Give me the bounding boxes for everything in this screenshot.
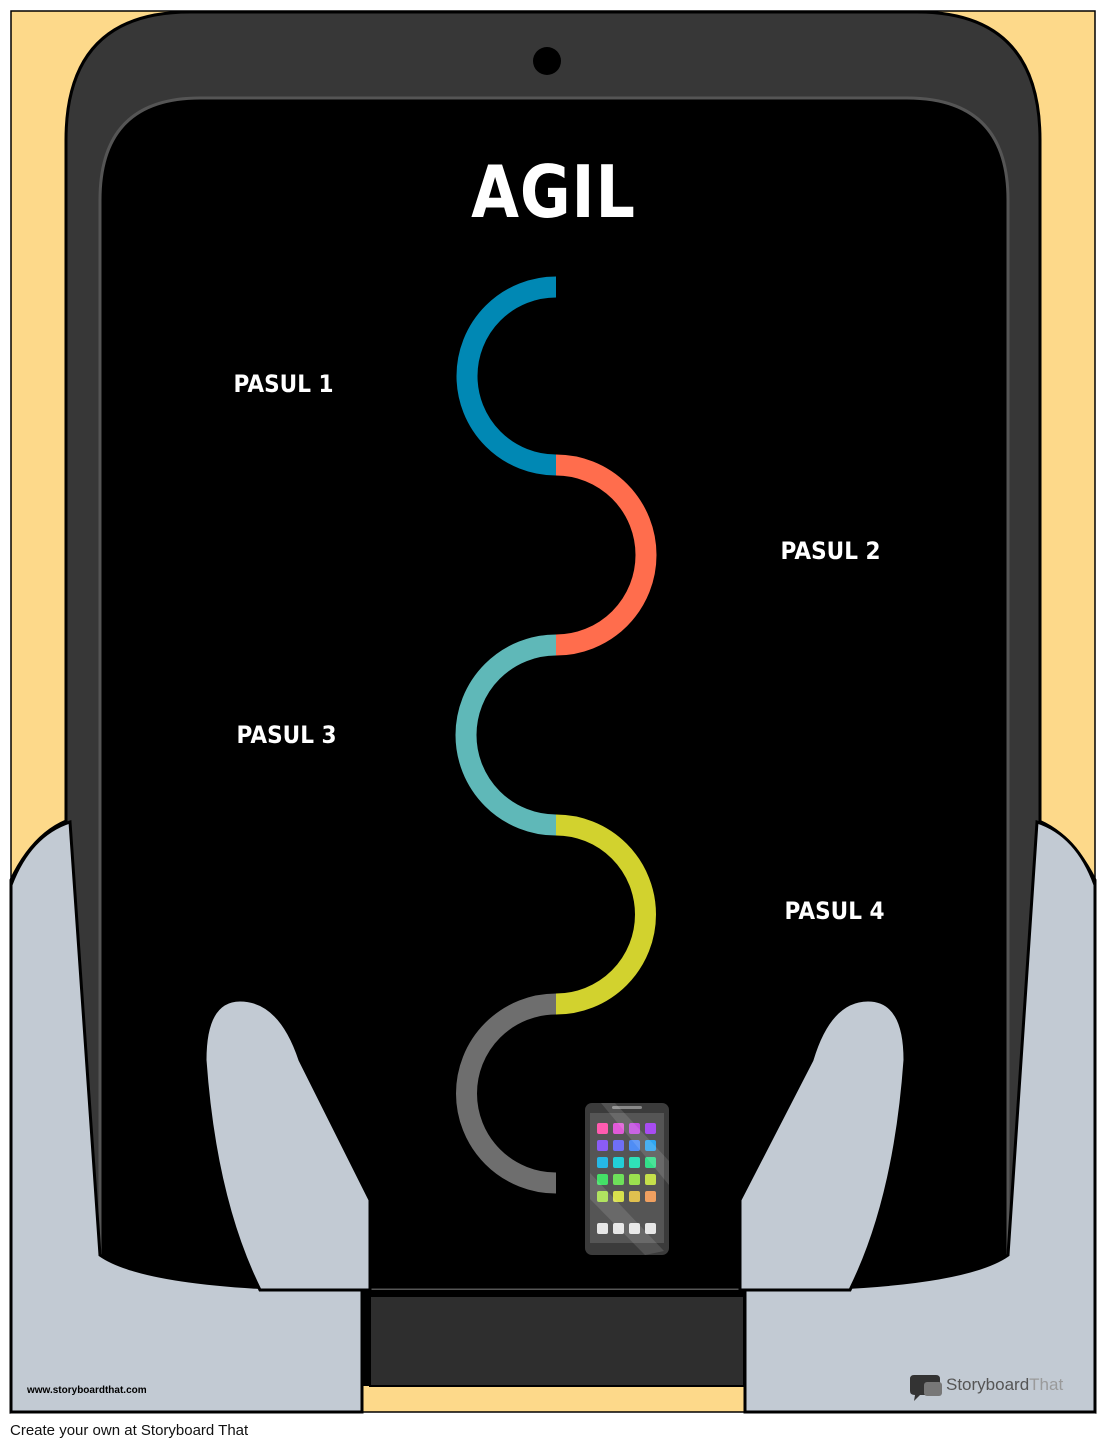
timeline-segment-4 bbox=[555, 814, 656, 1015]
timeline-segment-2 bbox=[555, 454, 657, 656]
timeline-segment-5 bbox=[456, 993, 557, 1194]
phone-app-tile bbox=[629, 1157, 640, 1168]
step-2-label: PASUL 2 bbox=[780, 537, 881, 565]
brand-suffix: That bbox=[1029, 1375, 1064, 1394]
storyboardthat-logo-icon bbox=[910, 1375, 942, 1401]
phone-dock-tile bbox=[629, 1223, 640, 1234]
phone-app-tile bbox=[645, 1123, 656, 1134]
camera-icon bbox=[533, 47, 561, 75]
step-4-label: PASUL 4 bbox=[784, 897, 885, 925]
phone-dock-tile bbox=[597, 1223, 608, 1234]
phone-dock-tile bbox=[613, 1223, 624, 1234]
poster-title: AGIL bbox=[471, 150, 636, 234]
phone-app-tile bbox=[629, 1123, 640, 1134]
step-1-label: PASUL 1 bbox=[233, 370, 334, 398]
phone-icon bbox=[585, 1103, 669, 1255]
phone-app-tile bbox=[597, 1157, 608, 1168]
phone-app-tile bbox=[597, 1174, 608, 1185]
phone-app-tile bbox=[613, 1174, 624, 1185]
phone-app-tile bbox=[597, 1123, 608, 1134]
timeline-segment-1 bbox=[456, 276, 557, 476]
timeline bbox=[455, 276, 657, 1194]
hands-front bbox=[9, 819, 1097, 1414]
phone-app-tile bbox=[645, 1191, 656, 1202]
phone-app-tile bbox=[629, 1191, 640, 1202]
watermark-brand[interactable]: StoryboardThat bbox=[946, 1375, 1063, 1395]
phone-app-tile bbox=[613, 1123, 624, 1134]
tablet bbox=[64, 10, 1042, 1387]
step-3-label: PASUL 3 bbox=[236, 721, 337, 749]
phone-dock-tile bbox=[645, 1223, 656, 1234]
phone-app-tile bbox=[645, 1157, 656, 1168]
brand-main: Storyboard bbox=[946, 1375, 1030, 1394]
phone-app-tile bbox=[597, 1191, 608, 1202]
phone-app-tile bbox=[597, 1140, 608, 1151]
footer-caption[interactable]: Create your own at Storyboard That bbox=[10, 1422, 249, 1439]
phone-app-tile bbox=[613, 1157, 624, 1168]
phone-app-tile bbox=[645, 1140, 656, 1151]
phone-app-tile bbox=[613, 1191, 624, 1202]
phone-app-tile bbox=[629, 1174, 640, 1185]
watermark-url[interactable]: www.storyboardthat.com bbox=[27, 1385, 147, 1396]
timeline-segment-3 bbox=[455, 634, 557, 836]
phone-app-tile bbox=[645, 1174, 656, 1185]
phone-app-tile bbox=[629, 1140, 640, 1151]
phone-app-tile bbox=[613, 1140, 624, 1151]
